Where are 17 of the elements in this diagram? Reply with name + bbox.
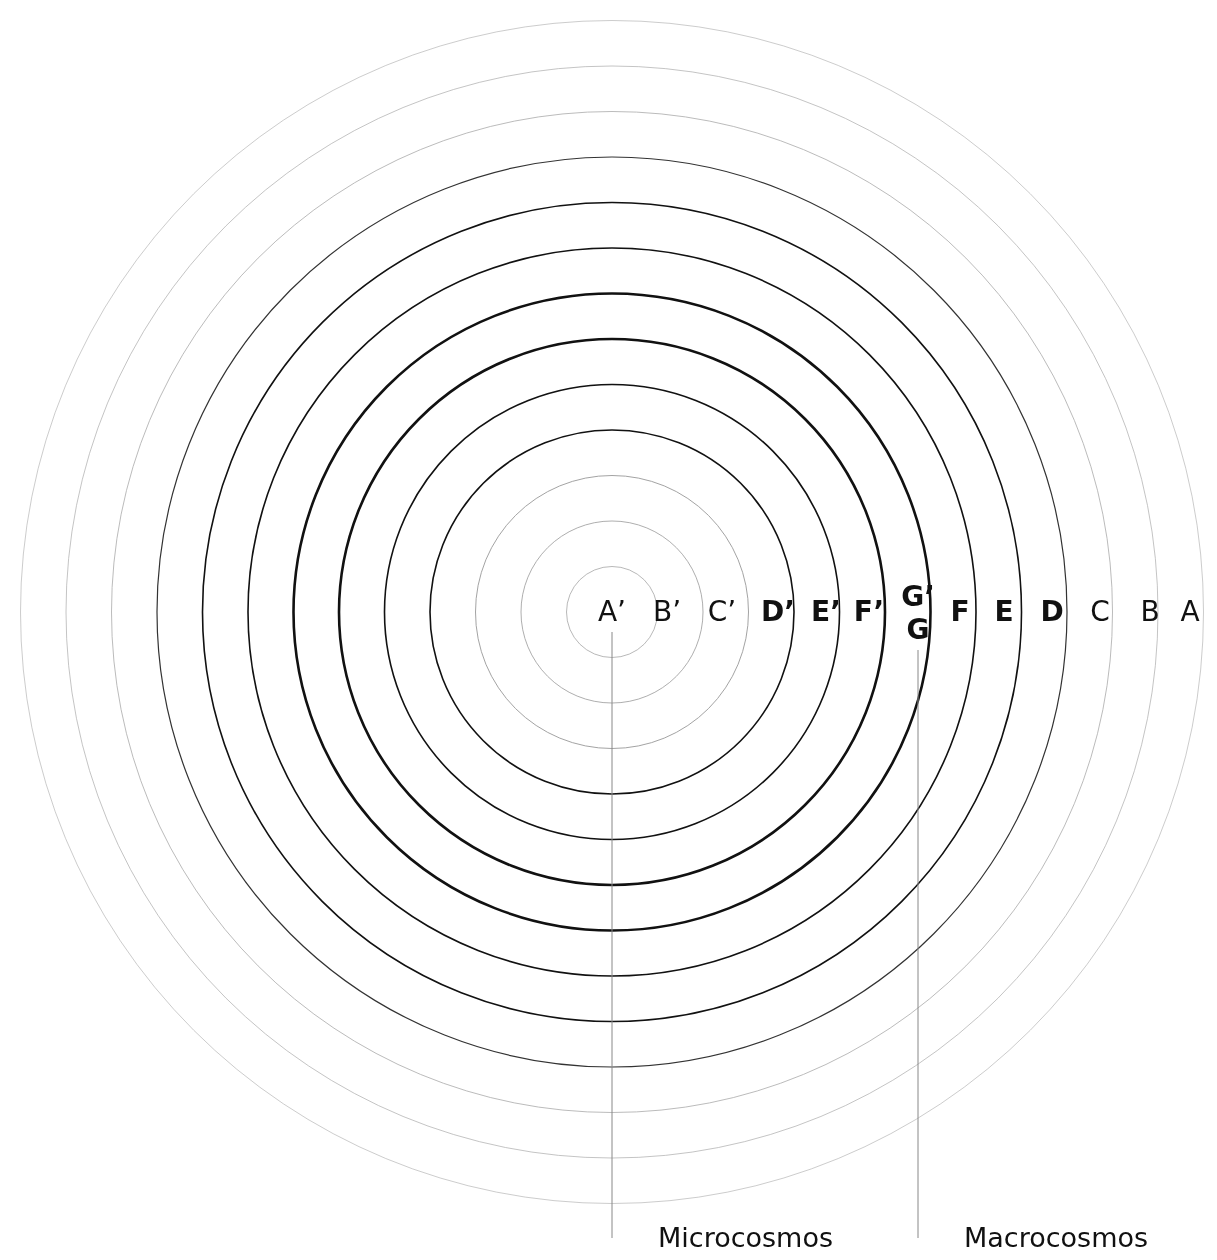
ring-letter: C’ xyxy=(707,596,737,628)
ring-letter: C xyxy=(1090,596,1110,628)
ring-letter: F xyxy=(950,596,970,628)
caption-text: Macrocosmos xyxy=(918,1222,1149,1254)
ring-letter: B’ xyxy=(652,596,682,628)
ring-letter: E xyxy=(994,596,1014,628)
ring-letter: A xyxy=(1180,596,1200,628)
ring-letter: B xyxy=(1140,596,1160,628)
ring-letter: E’ xyxy=(811,596,841,628)
ring-letter: A’ xyxy=(597,596,627,628)
ring-letter: G xyxy=(906,614,930,646)
caption-text: Microcosmos xyxy=(612,1222,833,1254)
ring-letter: D’ xyxy=(761,596,795,628)
leader-line xyxy=(611,631,613,1239)
ring-letter: D xyxy=(1040,596,1064,628)
leader-line xyxy=(917,649,919,1239)
ring-letter: F’ xyxy=(853,596,885,628)
